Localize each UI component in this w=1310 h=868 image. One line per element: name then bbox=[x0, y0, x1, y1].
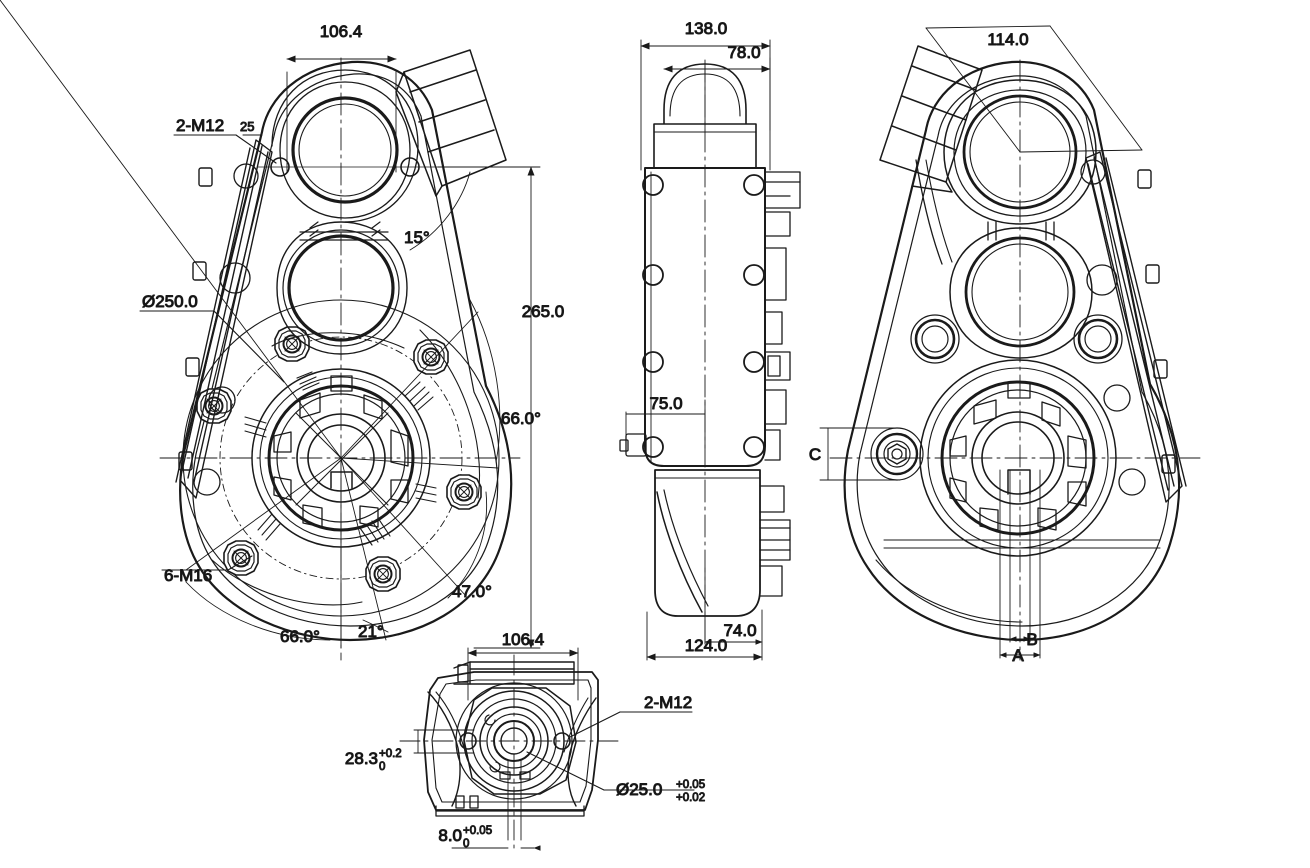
dim-78-side bbox=[663, 57, 771, 131]
side-view-output-taper2 bbox=[663, 489, 709, 607]
dim-78-side-text: 78.0 bbox=[727, 43, 760, 62]
dim-74-side-text: 74.0 bbox=[723, 621, 756, 640]
dim-106-4-detail bbox=[467, 647, 579, 701]
front-view-keyway bbox=[330, 471, 353, 489]
front-view-bore-bridge bbox=[299, 221, 389, 241]
front-view-2m12-leader bbox=[173, 134, 277, 164]
front-view-6m16-leader bbox=[161, 555, 253, 571]
dim-124-side bbox=[646, 611, 763, 661]
dim-138-side-text: 138.0 bbox=[685, 19, 728, 38]
rear-view: 114.0 C B A bbox=[808, 25, 1201, 666]
angle-66-right-arc bbox=[469, 299, 501, 463]
side-view: 138.0 78.0 75.0 74.0 124.0 bbox=[619, 19, 801, 661]
angle-47-arc bbox=[447, 491, 488, 599]
bottom-detail-view: 106.4 28.3 +0.2 0 2-M12 Ø25.0 +0.05 +0.0… bbox=[344, 630, 706, 853]
label-25-front: 25 bbox=[240, 119, 254, 134]
dim-8-0-value: 8.0 bbox=[438, 826, 462, 845]
dim-106-4-front-text: 106.4 bbox=[320, 22, 363, 41]
rear-view-datum-lines bbox=[819, 427, 1041, 659]
label-angle-66-left: 66.0° bbox=[280, 627, 320, 646]
dim-dia-25-tol-upper: +0.05 bbox=[676, 779, 705, 791]
label-2-m12-detail: 2-M12 bbox=[644, 693, 692, 712]
dim-106-4-detail-text: 106.4 bbox=[502, 630, 545, 649]
datum-label-a: A bbox=[1012, 646, 1024, 665]
rear-view-bore-bridge bbox=[987, 221, 1055, 241]
angle-66-left-leader bbox=[185, 457, 342, 571]
front-view-dia250-leader bbox=[139, 310, 285, 383]
front-view-left-mounting-strip bbox=[175, 139, 273, 499]
dim-74-side bbox=[704, 567, 763, 645]
front-view-left-pads bbox=[193, 163, 259, 496]
rear-view-right-pads bbox=[1080, 159, 1146, 496]
bottom-detail-left-wing bbox=[427, 691, 461, 807]
dim-8-0-tol-lower: 0 bbox=[463, 838, 469, 850]
dim-106-4-front bbox=[286, 55, 397, 173]
front-view-outer-body-inner-offset bbox=[192, 73, 499, 627]
rear-view-oil-ports bbox=[910, 314, 1123, 364]
label-2-m12-front: 2-M12 bbox=[176, 116, 224, 135]
side-view-output-taper bbox=[656, 491, 703, 613]
label-angle-15: 15° bbox=[404, 228, 430, 247]
angle-66-left-arc bbox=[185, 581, 331, 641]
dim-114-rear bbox=[925, 25, 1143, 153]
angle-21-leader-a bbox=[340, 457, 387, 641]
rear-view-internal-arcs bbox=[875, 539, 1161, 623]
dim-28-3-detail bbox=[413, 729, 475, 754]
label-dia-250-front: Ø250.0 bbox=[142, 292, 198, 311]
front-view-hub-pockets bbox=[273, 375, 409, 528]
label-angle-66-right: 66.0° bbox=[501, 409, 541, 428]
label-angle-47: 47.0° bbox=[452, 582, 492, 601]
dim-8-0-tol-upper: +0.05 bbox=[463, 825, 492, 837]
rear-view-right-mounting-strip bbox=[1085, 151, 1187, 503]
dim-dia-25-value: Ø25.0 bbox=[616, 780, 662, 799]
bottom-detail-shaft-notches bbox=[484, 714, 531, 780]
front-view-motor-flange bbox=[395, 49, 507, 197]
angle-21-arc bbox=[362, 619, 389, 633]
bottom-detail-body-inner bbox=[431, 679, 592, 803]
side-view-right-features bbox=[759, 171, 801, 597]
side-view-left-boss bbox=[619, 433, 647, 457]
angle-15-arc bbox=[409, 171, 471, 251]
bottom-detail-flange-octagon bbox=[463, 687, 577, 795]
dim-114-rear-text: 114.0 bbox=[987, 30, 1028, 49]
front-view: 106.4 265.0 2-M12 25 Ø250.0 6-M16 15 bbox=[0, 0, 565, 661]
datum-label-b: B bbox=[1026, 630, 1037, 649]
dim-28-3-value: 28.3 bbox=[345, 749, 378, 768]
bottom-detail-right-wing bbox=[567, 697, 597, 807]
bottom-detail-dia25-leader bbox=[526, 751, 695, 791]
side-view-bolt-bosses bbox=[642, 174, 765, 458]
dim-75-side-text: 75.0 bbox=[649, 394, 682, 413]
front-view-internal-arcs bbox=[211, 329, 481, 606]
dim-28-3-tol-upper: +0.2 bbox=[379, 748, 402, 760]
bottom-detail-2m12-leader bbox=[569, 711, 693, 738]
dim-265-front bbox=[437, 166, 541, 649]
dim-75-side bbox=[625, 399, 706, 449]
bottom-detail-left-wing2 bbox=[435, 691, 465, 749]
dim-265-front-text: 265.0 bbox=[522, 302, 565, 321]
front-view-ribs bbox=[244, 371, 437, 546]
rear-view-motor-flange bbox=[879, 45, 983, 265]
dim-124-side-text: 124.0 bbox=[685, 636, 728, 655]
dim-dia-25-tol-lower: +0.02 bbox=[676, 792, 705, 804]
bottom-detail-foot bbox=[435, 795, 585, 817]
dim-28-3-tol-lower: 0 bbox=[379, 761, 385, 773]
label-angle-21: 21° bbox=[358, 622, 384, 641]
bottom-detail-right-wing2 bbox=[563, 697, 589, 753]
datum-label-c: C bbox=[809, 445, 821, 464]
label-6-m16-front: 6-M16 bbox=[164, 566, 212, 585]
